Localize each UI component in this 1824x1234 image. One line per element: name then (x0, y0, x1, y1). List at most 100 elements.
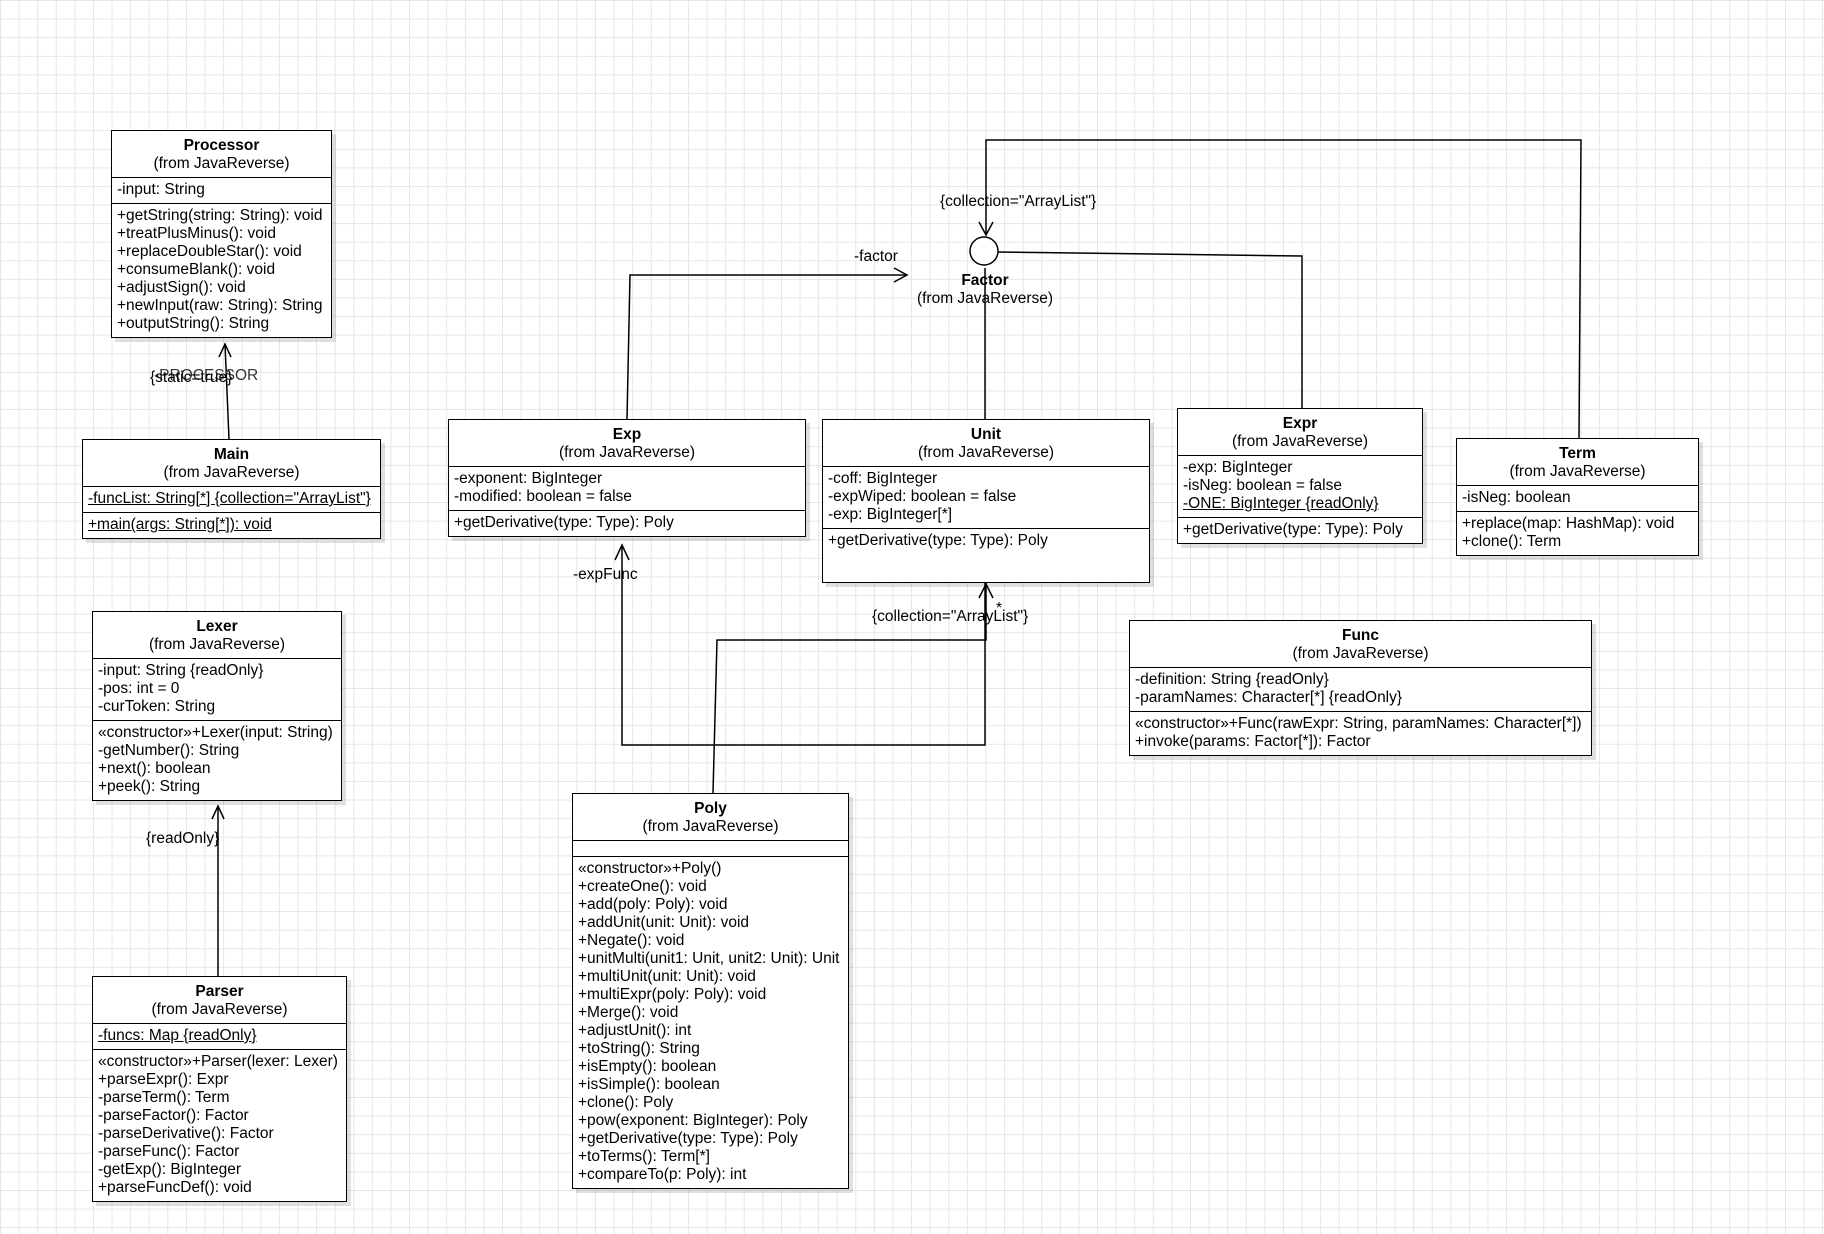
attribute-row[interactable]: -input: String {readOnly} (98, 662, 264, 679)
operation-row[interactable]: +createOne(): void (578, 878, 707, 895)
attribute-row[interactable]: -pos: int = 0 (98, 680, 180, 697)
operation-row[interactable]: +pow(exponent: BigInteger): Poly (578, 1112, 808, 1129)
operation-row[interactable]: «constructor»+Func(rawExpr: String, para… (1135, 715, 1582, 732)
operation-row[interactable]: +getDerivative(type: Type): Poly (578, 1130, 798, 1147)
class-parser[interactable]: Parser(from JavaReverse)-funcs: Map {rea… (92, 976, 347, 1202)
label-factor-collection: {collection="ArrayList"} (940, 193, 1097, 210)
attribute-row[interactable]: -funcList: String[*] {collection="ArrayL… (88, 490, 371, 507)
attribute-row[interactable]: -exponent: BigInteger (454, 470, 603, 487)
operation-row[interactable]: +multiUnit(unit: Unit): void (578, 968, 756, 985)
operation-row[interactable]: +replace(map: HashMap): void (1462, 515, 1675, 532)
operation-row[interactable]: +add(poly: Poly): void (578, 896, 728, 913)
func-header: Func(from JavaReverse) (1130, 621, 1591, 668)
operation-row[interactable]: +outputString(): String (117, 315, 270, 332)
expr-name: Expr (1282, 415, 1318, 432)
interface-lollipop-factor[interactable] (969, 236, 999, 266)
operation-row[interactable]: -parseTerm(): Term (98, 1089, 230, 1106)
operation-row[interactable]: «constructor»+Lexer(input: String) (98, 724, 333, 741)
operation-row[interactable]: +getDerivative(type: Type): Poly (828, 532, 1048, 549)
association-main-processor[interactable] (224, 343, 230, 440)
attribute-row[interactable]: -funcs: Map {readOnly} (98, 1027, 257, 1044)
class-processor[interactable]: Processor(from JavaReverse)-input: Strin… (111, 130, 332, 338)
association-exp-factor[interactable] (626, 274, 906, 420)
operation-row[interactable]: «constructor»+Parser(lexer: Lexer) (98, 1053, 338, 1070)
operation-row[interactable]: +next(): boolean (98, 760, 211, 777)
attribute-row[interactable]: -expWiped: boolean = false (828, 488, 1017, 505)
label-factor-role: -factor (854, 248, 898, 265)
operation-row[interactable]: +parseFuncDef(): void (98, 1179, 252, 1196)
parser-operations-section: «constructor»+Parser(lexer: Lexer)+parse… (93, 1050, 346, 1201)
exp-from: (from JavaReverse) (558, 444, 696, 461)
operation-row[interactable]: +getDerivative(type: Type): Poly (1183, 521, 1403, 538)
operation-row[interactable]: +toTerms(): Term[*] (578, 1148, 710, 1165)
operation-row[interactable]: -parseFunc(): Factor (98, 1143, 240, 1160)
operation-row[interactable]: +treatPlusMinus(): void (117, 225, 276, 242)
class-expr[interactable]: Expr(from JavaReverse) -exp: BigInteger-i… (1177, 408, 1423, 544)
poly-from: (from JavaReverse) (642, 818, 779, 835)
operation-row[interactable]: +compareTo(p: Poly): int (578, 1166, 747, 1183)
operation-row[interactable]: +replaceDoubleStar(): void (117, 243, 302, 260)
operation-row[interactable]: «constructor»+Poly() (578, 860, 722, 877)
attribute-row[interactable]: -ONE: BigInteger {readOnly} (1183, 495, 1379, 512)
operation-row[interactable]: +adjustSign(): void (117, 279, 246, 296)
operation-row[interactable]: +peek(): String (98, 778, 201, 795)
operation-row[interactable]: +invoke(params: Factor[*]): Factor (1135, 733, 1371, 750)
operation-row[interactable]: -getExp(): BigInteger (98, 1161, 242, 1178)
expr-operations-section: +getDerivative(type: Type): Poly (1178, 518, 1422, 543)
operation-row[interactable]: +unitMulti(unit1: Unit, unit2: Unit): Un… (578, 950, 840, 967)
label-expfunc-role: -expFunc (573, 566, 638, 583)
operation-row[interactable]: +isSimple(): boolean (578, 1076, 720, 1093)
exp-header: Exp(from JavaReverse) (449, 420, 805, 467)
attribute-row[interactable]: -isNeg: boolean (1462, 489, 1571, 506)
attribute-row[interactable]: -exp: BigInteger[*] (828, 506, 953, 523)
exp-name: Exp (612, 426, 642, 443)
attribute-row[interactable]: -coff: BigInteger (828, 470, 938, 487)
attribute-row[interactable]: -input: String (117, 181, 205, 198)
class-lexer[interactable]: Lexer(from JavaReverse)-input: String {r… (92, 611, 342, 801)
operation-row[interactable]: +consumeBlank(): void (117, 261, 276, 278)
label-unit-collection: {collection="ArrayList"} (872, 608, 1029, 625)
operation-row[interactable]: +isEmpty(): boolean (578, 1058, 717, 1075)
operation-row[interactable]: +clone(): Term (1462, 533, 1562, 550)
exp-operations-section: +getDerivative(type: Type): Poly (449, 511, 805, 536)
operation-row[interactable]: +multiExpr(poly: Poly): void (578, 986, 767, 1003)
operation-row[interactable]: +toString(): String (578, 1040, 700, 1057)
attribute-row[interactable]: -paramNames: Character[*] {readOnly} (1135, 689, 1403, 706)
operation-row[interactable]: +getDerivative(type: Type): Poly (454, 514, 674, 531)
association-term-factor[interactable] (985, 139, 1582, 439)
association-poly-exp[interactable] (621, 545, 986, 746)
operation-row[interactable]: +newInput(raw: String): String (117, 297, 323, 314)
attribute-row[interactable]: -exp: BigInteger (1183, 459, 1293, 476)
lexer-from: (from JavaReverse) (148, 636, 286, 653)
term-header: Term(from JavaReverse) (1457, 439, 1698, 486)
realization-expr-factor[interactable] (996, 251, 1303, 408)
label-lexer-readonly: {readOnly} (146, 830, 220, 847)
operation-row[interactable]: -getNumber(): String (98, 742, 240, 759)
operation-row[interactable]: -parseFactor(): Factor (98, 1107, 249, 1124)
attribute-row[interactable]: -isNeg: boolean = false (1183, 477, 1342, 494)
operation-row[interactable]: +parseExpr(): Expr (98, 1071, 229, 1088)
term-operations-section: +replace(map: HashMap): void+clone(): Te… (1457, 512, 1698, 555)
operation-row[interactable]: +clone(): Poly (578, 1094, 674, 1111)
interface-factor[interactable]: Factor (from JavaReverse) (900, 272, 1070, 308)
main-name: Main (213, 446, 250, 463)
attribute-row[interactable]: -definition: String {readOnly} (1135, 671, 1329, 688)
operation-row[interactable]: +Negate(): void (578, 932, 685, 949)
unit-name: Unit (970, 426, 1002, 443)
attribute-row[interactable]: -curToken: String (98, 698, 216, 715)
operation-row[interactable]: -parseDerivative(): Factor (98, 1125, 274, 1142)
expr-header: Expr(from JavaReverse) (1178, 409, 1422, 456)
class-exp[interactable]: Exp(from JavaReverse) -exponent: BigInteg… (448, 419, 806, 537)
operation-row[interactable]: +addUnit(unit: Unit): void (578, 914, 750, 931)
class-func[interactable]: Func(from JavaReverse) -definition: Strin… (1129, 620, 1592, 756)
operation-row[interactable]: +adjustUnit(): int (578, 1022, 692, 1039)
operation-row[interactable]: +getString(string: String): void (117, 207, 323, 224)
operation-row[interactable]: +main(args: String[*]): void (88, 516, 272, 533)
attribute-row[interactable]: -modified: boolean = false (454, 488, 632, 505)
operation-row[interactable]: +Merge(): void (578, 1004, 679, 1021)
class-term[interactable]: Term(from JavaReverse) -isNeg: boolean +re… (1456, 438, 1699, 556)
class-main[interactable]: Main(from JavaReverse)-funcList: String[… (82, 439, 381, 539)
class-poly[interactable]: Poly(from JavaReverse)«constructor»+Poly… (572, 793, 849, 1189)
association-poly-unit[interactable] (712, 583, 987, 794)
class-unit[interactable]: Unit(from JavaReverse)-coff: BigInteger-… (822, 419, 1150, 583)
